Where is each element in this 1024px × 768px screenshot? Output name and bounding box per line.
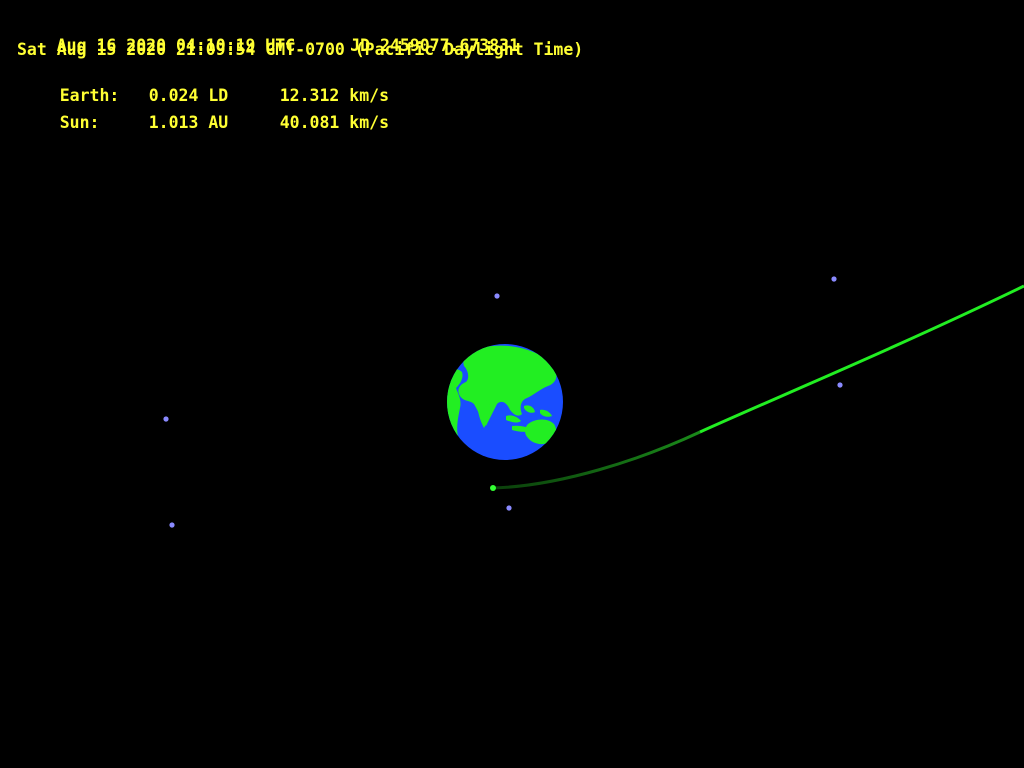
hud-local-time: Sat Aug 15 2020 21:09:54 GMT-0700 (Pacif… (17, 40, 584, 59)
hud-sun-label: Sun: (59, 113, 100, 132)
satellite-dot-icon (494, 293, 500, 299)
earth-globe-icon[interactable] (447, 344, 564, 460)
hud-earth-speed: 12.312 km/s (279, 86, 390, 105)
hud-utc-line: Aug 16 2020 04:10:19 UTC JD 2459077.67383… (17, 16, 519, 76)
satellite-dot-icon (163, 416, 169, 422)
hud-earth-label: Earth: (59, 86, 120, 105)
hud-sun-distance: 1.013 AU (148, 113, 229, 132)
hud-utc-date: Aug 16 2020 04:10:19 UTC (56, 36, 296, 55)
hud-sun-speed: 40.081 km/s (279, 113, 390, 132)
trajectory-path-past (492, 430, 701, 490)
satellite-dot-icon (837, 382, 843, 388)
hud-sun-line: Sun: 1.013 AU 40.081 km/s (20, 93, 389, 153)
satellite-dot-icon (169, 522, 175, 528)
asteroid-marker-icon[interactable] (490, 485, 496, 491)
hud-earth-distance: 0.024 LD (148, 86, 229, 105)
hud-earth-line: Earth: 0.024 LD 12.312 km/s (20, 66, 389, 126)
satellite-dot-icon (506, 505, 512, 511)
satellite-dot-icon (831, 276, 837, 282)
trajectory-path-future (699, 284, 1024, 434)
hud-julian-date: JD 2459077.673831 (350, 36, 520, 55)
